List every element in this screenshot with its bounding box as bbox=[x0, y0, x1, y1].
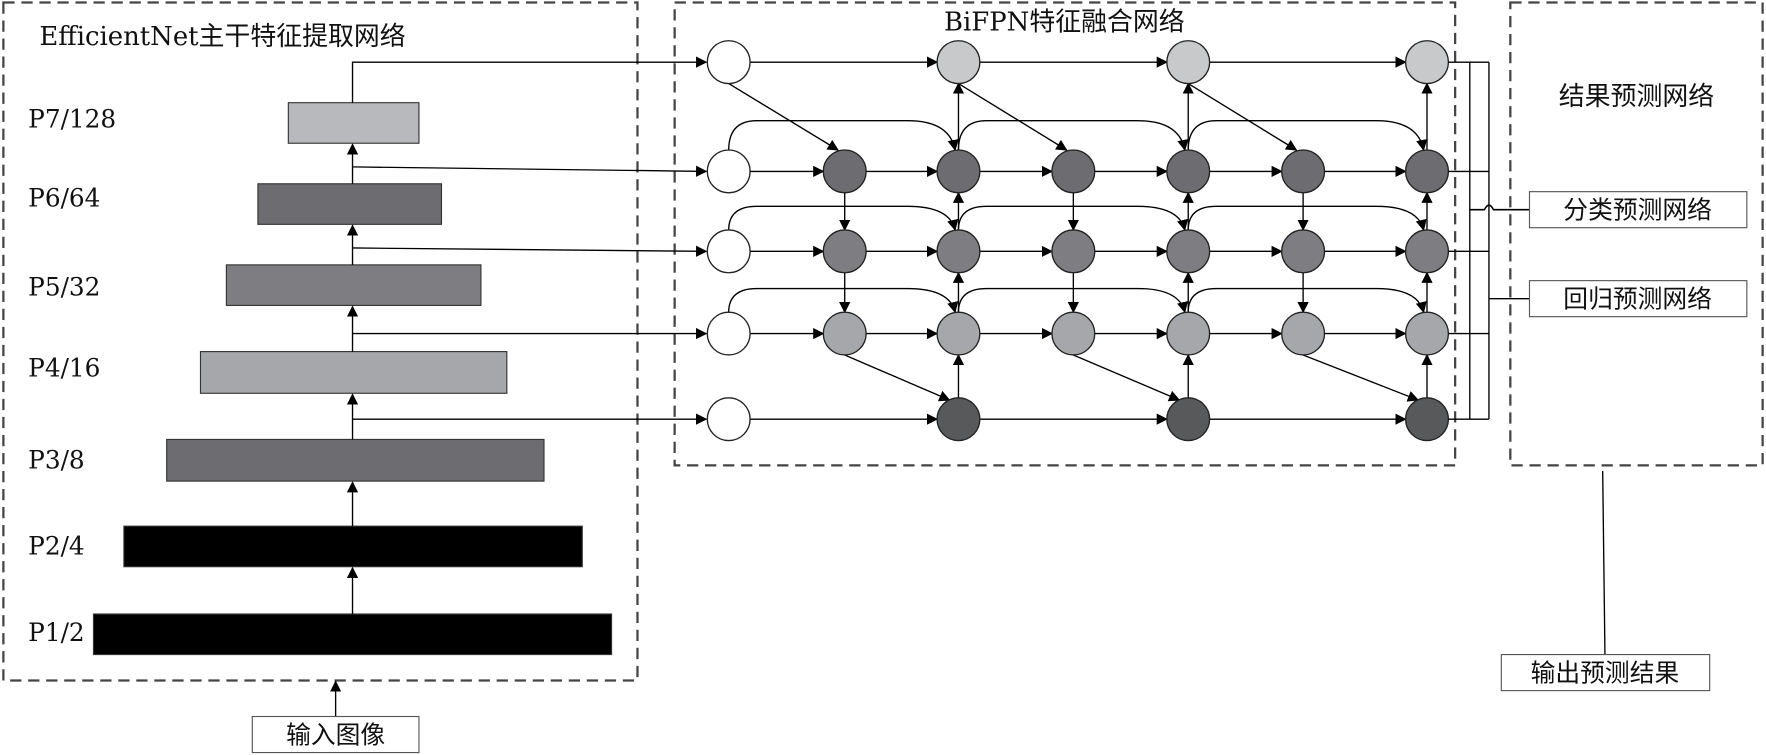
skip-edge bbox=[1187, 120, 1428, 152]
input-node bbox=[706, 397, 751, 442]
fusion-node bbox=[1281, 229, 1326, 274]
fusion-node bbox=[1166, 311, 1211, 356]
fusion-node bbox=[1404, 311, 1450, 356]
output-box bbox=[1500, 654, 1711, 692]
backbone-title: EfficientNet主干特征提取网络 bbox=[39, 22, 405, 52]
feature-bar-p2 bbox=[123, 525, 583, 568]
fusion-node bbox=[1051, 229, 1096, 274]
skip-edge bbox=[728, 287, 959, 314]
fusion-node bbox=[1051, 311, 1096, 356]
classification-box bbox=[1528, 191, 1748, 229]
feature-bar-p7 bbox=[287, 102, 420, 144]
level-label-p7: P7/128 bbox=[28, 104, 116, 133]
fusion-node bbox=[1166, 397, 1211, 442]
top-down-edge bbox=[1302, 354, 1420, 402]
regression-box bbox=[1528, 280, 1748, 318]
input-node bbox=[706, 229, 751, 274]
bifpn-title: BiFPN特征融合网络 bbox=[944, 8, 1185, 38]
input-image-box bbox=[251, 715, 420, 754]
fusion-node bbox=[1404, 229, 1450, 274]
top-down-edge bbox=[844, 354, 951, 402]
fusion-node bbox=[1166, 229, 1211, 274]
tap-p6 bbox=[352, 165, 708, 177]
top-down-edge bbox=[958, 82, 1068, 151]
fusion-node bbox=[1404, 149, 1450, 194]
fusion-node bbox=[1166, 40, 1211, 85]
fusion-node bbox=[1166, 149, 1211, 194]
feature-bar-p5 bbox=[225, 264, 482, 306]
top-down-edge bbox=[728, 82, 839, 151]
input-image-label: 输入图像 bbox=[286, 721, 385, 750]
input-node bbox=[706, 149, 751, 194]
level-label-p1: P1/2 bbox=[28, 618, 85, 647]
fusion-node bbox=[936, 40, 981, 85]
fusion-node bbox=[1404, 40, 1450, 85]
fusion-node bbox=[936, 149, 981, 194]
input-node bbox=[706, 40, 751, 85]
output-wire bbox=[1602, 470, 1606, 655]
input-node bbox=[706, 311, 751, 356]
level-label-p3: P3/8 bbox=[28, 446, 85, 475]
feature-bar-p6 bbox=[257, 183, 443, 225]
level-label-p6: P6/64 bbox=[28, 183, 100, 212]
level-label-p4: P4/16 bbox=[28, 353, 100, 382]
fusion-node bbox=[1281, 311, 1326, 356]
head-frame bbox=[1509, 1, 1764, 467]
skip-edge bbox=[957, 287, 1188, 314]
fusion-node bbox=[822, 149, 867, 194]
skip-edge bbox=[957, 120, 1189, 152]
skip-edge bbox=[728, 120, 959, 152]
class-wire bbox=[1469, 204, 1530, 211]
backbone-frame bbox=[2, 1, 639, 682]
fusion-node bbox=[822, 311, 867, 356]
bifpn-frame bbox=[673, 1, 1457, 467]
skip-edge bbox=[1187, 287, 1427, 314]
fusion-node bbox=[1404, 397, 1450, 442]
top-down-edge bbox=[1187, 82, 1298, 151]
classification-label: 分类预测网络 bbox=[1563, 196, 1712, 225]
output-label: 输出预测结果 bbox=[1531, 659, 1680, 688]
fusion-node bbox=[936, 397, 981, 442]
regression-label: 回归预测网络 bbox=[1563, 285, 1712, 314]
fusion-node bbox=[1281, 149, 1326, 194]
skip-edge bbox=[957, 205, 1188, 232]
fusion-node bbox=[936, 311, 981, 356]
fusion-node bbox=[936, 229, 981, 274]
fusion-node bbox=[1051, 149, 1096, 194]
level-label-p5: P5/32 bbox=[28, 272, 100, 301]
feature-bar-p4 bbox=[199, 351, 508, 394]
feature-bar-p1 bbox=[92, 613, 613, 656]
tap-p7 bbox=[351, 56, 708, 103]
tap-p5 bbox=[352, 245, 708, 257]
fusion-node bbox=[822, 229, 867, 274]
level-label-p2: P2/4 bbox=[28, 531, 85, 560]
feature-bar-p3 bbox=[166, 438, 545, 482]
skip-edge bbox=[1187, 205, 1427, 232]
head-title: 结果预测网络 bbox=[1559, 82, 1714, 112]
skip-edge bbox=[728, 205, 959, 232]
top-down-edge bbox=[1073, 354, 1181, 402]
